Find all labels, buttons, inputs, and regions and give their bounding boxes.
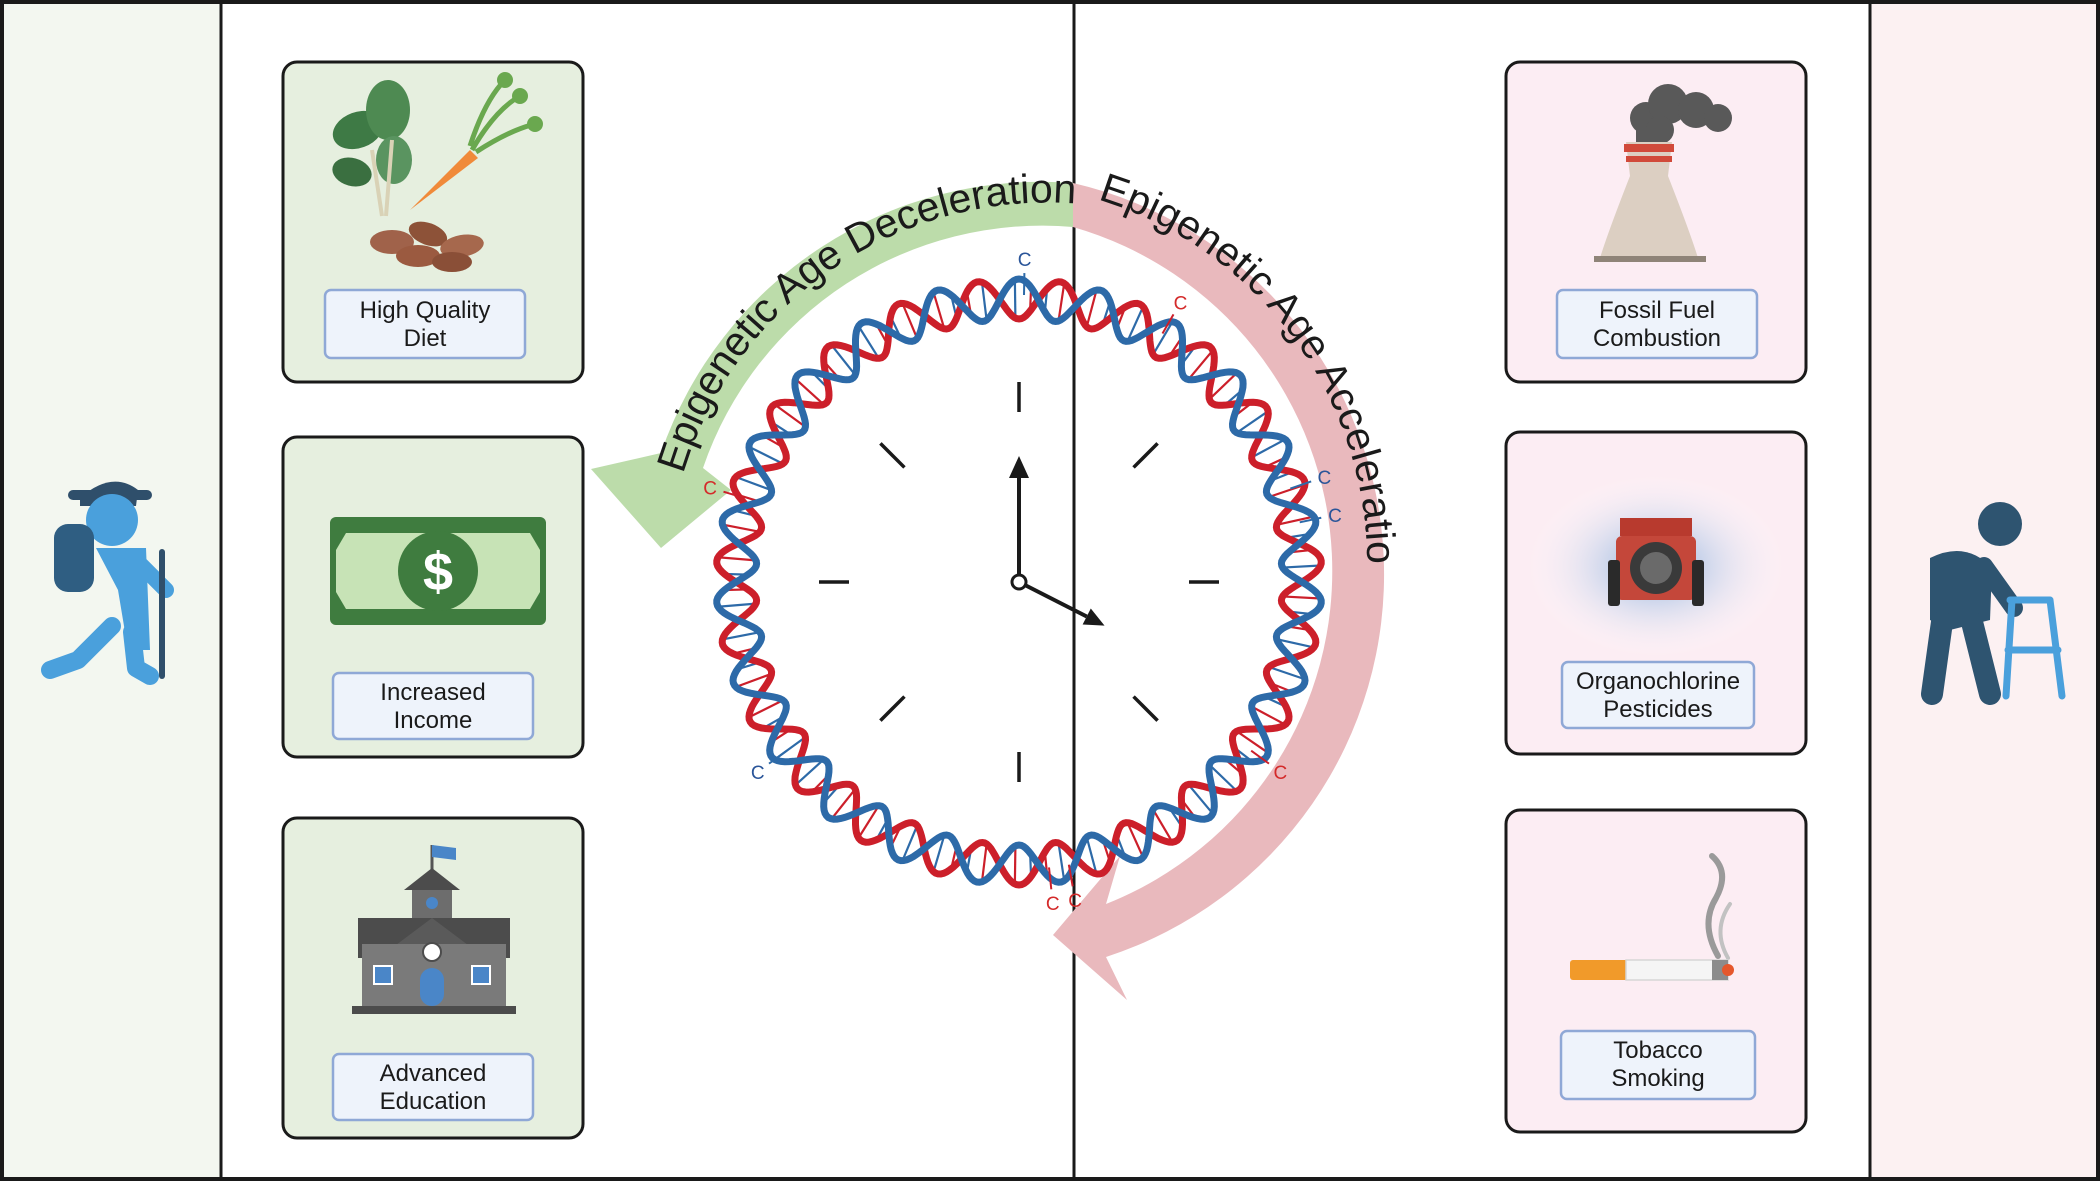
methyl-mark-5: C <box>1068 891 1082 912</box>
factor-label-line1: Fossil Fuel <box>1599 297 1715 324</box>
deceleration-arrow <box>591 181 1073 548</box>
factor-label-line2: Education <box>380 1088 487 1115</box>
acceleration-arrow <box>1053 183 1385 1000</box>
label-box <box>331 671 535 741</box>
factor-label-line2: Smoking <box>1611 1065 1704 1092</box>
tractor-spray-icon <box>1526 474 1786 658</box>
factor-label-line2: Income <box>394 707 473 734</box>
methyl-mark-6: C <box>1046 894 1060 915</box>
clock-tick-3 <box>1132 695 1159 722</box>
factor-label-line1: High Quality <box>360 297 491 324</box>
methyl-mark-4: C <box>1273 763 1287 784</box>
methyl-mark-1: C <box>1174 293 1188 314</box>
card-increased-income: $ Increased Income <box>281 435 585 759</box>
hiker-icon <box>41 481 174 685</box>
clock-tick-7 <box>879 442 906 469</box>
clock-hour-hand <box>1018 580 1088 619</box>
clock-pivot <box>1010 573 1028 591</box>
factor-label-line2: Combustion <box>1593 325 1721 352</box>
elderly-walker-icon <box>1921 502 2066 705</box>
card-organochlorine-pesticides: Organochlorine Pesticides <box>1504 430 1808 756</box>
clock-hour-hand-tip <box>1082 608 1105 626</box>
card-high-quality-diet: High Quality Diet <box>281 60 585 384</box>
clock-tick-1 <box>1132 442 1159 469</box>
label-box <box>1560 660 1756 730</box>
factor-label-line2: Diet <box>404 325 447 352</box>
label-box <box>1555 288 1759 360</box>
methyl-mark-8: C <box>703 479 717 500</box>
cigarette-icon <box>1570 853 1734 981</box>
factor-label-line1: Tobacco <box>1613 1037 1702 1064</box>
label-box <box>323 288 527 360</box>
card-tobacco-smoking: Tobacco Smoking <box>1504 808 1808 1134</box>
vegetables-icon <box>332 72 543 272</box>
label-box <box>1559 1029 1757 1101</box>
card-advanced-education: Advanced Education <box>281 816 585 1140</box>
label-box <box>331 1052 535 1122</box>
svg-text:$: $ <box>423 542 453 602</box>
factor-label-line1: Organochlorine <box>1576 668 1740 695</box>
school-building-icon <box>352 845 516 1014</box>
clock-face <box>819 382 1219 782</box>
methyl-mark-3: C <box>1328 506 1342 527</box>
methyl-mark-7: C <box>751 763 765 784</box>
clock-tick-5 <box>879 695 906 722</box>
card-fossil-fuel-combustion: Fossil Fuel Combustion <box>1504 60 1808 384</box>
money-bill-icon: $ <box>330 517 546 625</box>
factory-smokestack-icon <box>1594 84 1732 262</box>
methyl-mark-2: C <box>1318 468 1332 489</box>
factor-label-line1: Advanced <box>380 1060 487 1087</box>
clock-minute-hand-tip <box>1009 456 1029 478</box>
young-side-panel <box>0 0 221 1181</box>
methyl-mark-0: C <box>1018 250 1032 271</box>
factor-label-line2: Pesticides <box>1603 696 1712 723</box>
factor-label-line1: Increased <box>380 679 485 706</box>
